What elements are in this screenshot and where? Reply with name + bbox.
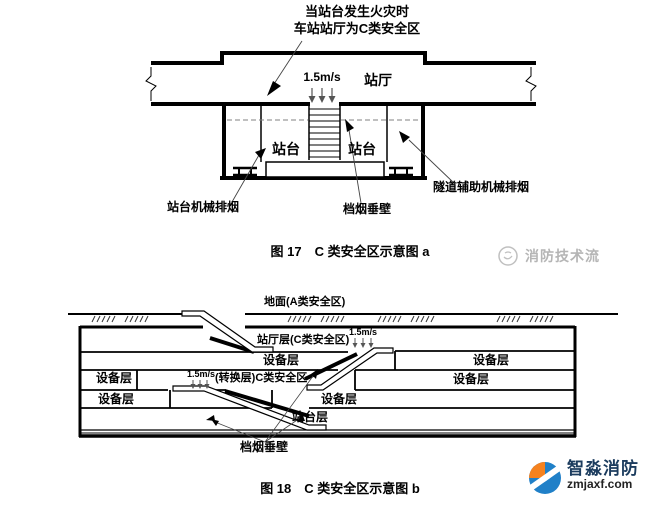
hall-label: 站厅 xyxy=(364,72,392,88)
figure-b-drawing xyxy=(68,310,618,443)
equipment-label-row3-left: 设备层 xyxy=(96,371,133,385)
airflow-arrows-a xyxy=(308,88,336,103)
leader-lines-a xyxy=(231,40,456,204)
tunnel-smoke-label: 隧道辅助机械排烟 xyxy=(433,180,530,194)
platform-smoke-label: 站台机械排烟 xyxy=(167,200,240,214)
callout-text: 当站台发生火灾时 车站站厅为C类安全区 xyxy=(262,3,452,37)
station-structure-a xyxy=(151,51,536,180)
ground-label: 地面(A类安全区) xyxy=(264,296,346,308)
hall-level-label: 站厅层(C类安全区) xyxy=(257,334,350,346)
platform-label-right: 站台 xyxy=(348,141,376,157)
airflow-upper-label: 1.5m/s xyxy=(349,327,378,337)
equipment-label-row2-right: 设备层 xyxy=(473,353,510,367)
figure-a-caption: 图 17 C 类安全区示意图 a xyxy=(270,244,430,259)
airflow-arrows-b xyxy=(190,338,374,389)
platform-label-left: 站台 xyxy=(272,141,300,157)
escalator-hall-to-transfer xyxy=(306,347,394,391)
smoke-barrier-label-a: 档烟垂壁 xyxy=(343,202,392,216)
callout-line1: 当站台发生火灾时 xyxy=(304,4,409,19)
leader-lines-b xyxy=(206,369,318,443)
airflow-lower-label: 1.5m/s xyxy=(187,369,216,379)
escalator-transfer-to-platform xyxy=(172,385,327,431)
break-marks xyxy=(145,67,537,101)
equipment-label-row2: 设备层 xyxy=(263,353,300,367)
figure-a-drawing xyxy=(145,40,537,204)
watermark-logo-icon xyxy=(498,246,518,266)
watermark-a: 消防技术流 xyxy=(497,245,600,267)
callout-line2: 车站站厅为C类安全区 xyxy=(293,21,421,36)
equipment-label-row4-mid: 设备层 xyxy=(321,392,358,406)
track-symbol-right xyxy=(389,166,413,177)
station-box-b xyxy=(78,325,577,438)
escalator-surface xyxy=(181,310,274,353)
brand-url: zmjaxf.com xyxy=(567,476,633,491)
watermark-text: 消防技术流 xyxy=(525,248,600,264)
floor-lines-b xyxy=(80,350,575,434)
equipment-label-row3-right: 设备层 xyxy=(453,372,490,386)
platform-level-label: 站台层 xyxy=(292,410,329,424)
platform-interior xyxy=(227,106,420,178)
brand-logo-icon xyxy=(527,462,563,494)
ground-hatching xyxy=(91,315,554,323)
transfer-level-label: (转换层)C类安全区 xyxy=(215,372,308,384)
figure-b-caption: 图 18 C 类安全区示意图 b xyxy=(260,481,420,496)
smoke-barrier-label-b: 档烟垂壁 xyxy=(240,440,289,454)
airflow-label-a: 1.5m/s xyxy=(303,70,341,84)
track-symbol-left xyxy=(233,166,257,177)
brand-name: 智淼消防 xyxy=(567,459,639,478)
equipment-label-row4-left: 设备层 xyxy=(98,392,135,406)
escalators xyxy=(172,310,394,431)
brand-logo: 智淼消防 zmjaxf.com xyxy=(527,460,639,496)
